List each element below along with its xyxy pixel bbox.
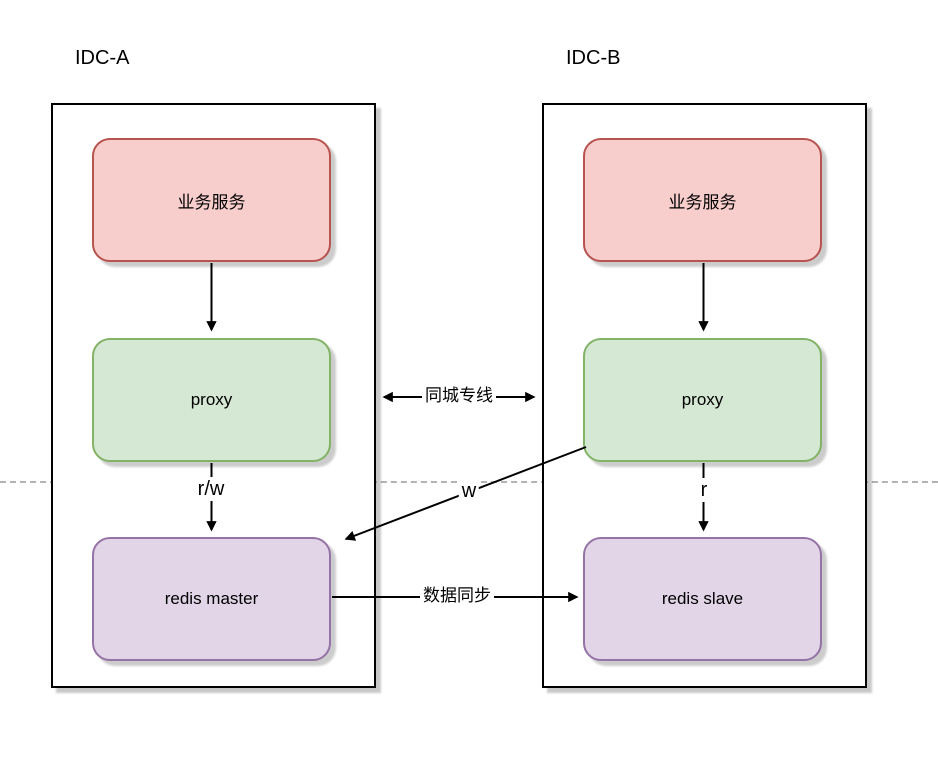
edge-label-data-sync: 数据同步 xyxy=(420,585,494,607)
node-business-service-b: 业务服务 xyxy=(583,138,822,262)
node-business-service-a: 业务服务 xyxy=(92,138,331,262)
node-proxy-a: proxy xyxy=(92,338,331,462)
edge-label-w: w xyxy=(458,479,480,503)
node-proxy-b: proxy xyxy=(583,338,822,462)
node-label-proxy-b: proxy xyxy=(681,390,724,409)
edge-label-r: r xyxy=(697,478,711,502)
node-redis-master: redis master xyxy=(92,537,331,661)
node-redis-slave: redis slave xyxy=(583,537,822,661)
node-label-redis-slave: redis slave xyxy=(661,589,744,608)
node-label-business-service-a: 业务服务 xyxy=(177,192,246,212)
group-title-idc-a: IDC-A xyxy=(75,47,130,69)
group-title-idc-b: IDC-B xyxy=(566,47,621,69)
node-label-proxy-a: proxy xyxy=(190,390,233,409)
node-label-redis-master: redis master xyxy=(164,589,259,608)
edge-label-rw: r/w xyxy=(194,477,228,501)
edge-label-intercity: 同城专线 xyxy=(422,385,496,407)
node-label-business-service-b: 业务服务 xyxy=(668,192,737,212)
